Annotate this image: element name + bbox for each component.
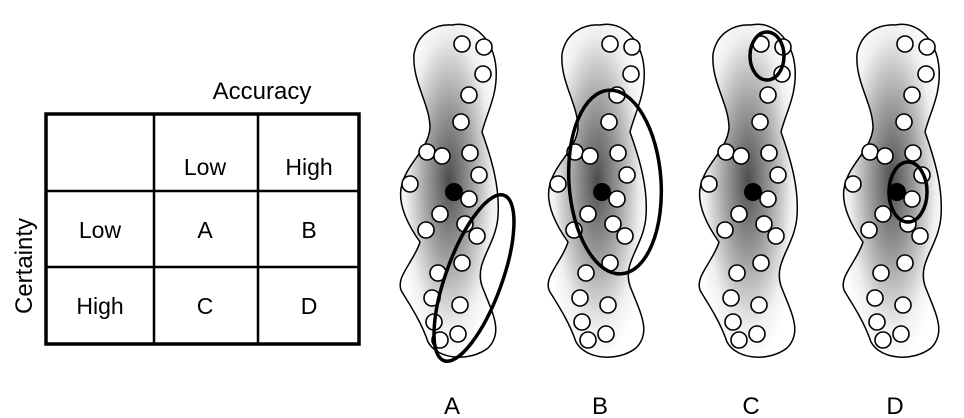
true-value-dot xyxy=(445,183,463,201)
sample-dot xyxy=(701,176,717,192)
sample-dot xyxy=(419,144,435,160)
sample-dot xyxy=(462,145,478,161)
distribution-panel xyxy=(548,24,667,357)
sample-dot xyxy=(432,206,448,222)
panel-label-c: C xyxy=(742,393,759,418)
sample-dot xyxy=(905,145,921,161)
sample-dot xyxy=(895,297,911,313)
sample-dot xyxy=(862,144,878,160)
panel-label-d: D xyxy=(886,393,903,418)
sample-dot xyxy=(617,228,633,244)
sample-dot xyxy=(877,148,893,164)
column-header-low: Low xyxy=(184,154,227,180)
sample-dot xyxy=(434,148,450,164)
sample-dot xyxy=(912,228,928,244)
table-cell: C xyxy=(197,293,214,319)
sample-dot xyxy=(919,39,935,55)
sample-dot xyxy=(717,222,733,238)
sample-dot xyxy=(580,332,596,348)
sample-dot xyxy=(893,326,909,342)
sample-dot xyxy=(453,114,469,130)
sample-dot xyxy=(897,255,913,271)
sample-dot xyxy=(623,66,639,82)
sample-dot xyxy=(753,255,769,271)
table-cell: D xyxy=(301,293,318,319)
panel-label-a: A xyxy=(444,393,460,418)
panel-label-b: B xyxy=(592,393,608,418)
sample-dot xyxy=(619,167,635,183)
sample-dot xyxy=(760,191,776,207)
sample-dot xyxy=(900,216,916,232)
sample-dot xyxy=(918,66,934,82)
column-header-high: High xyxy=(285,154,332,180)
sample-dot xyxy=(454,255,470,271)
sample-dot xyxy=(461,87,477,103)
sample-dot xyxy=(896,114,912,130)
sample-dot xyxy=(602,36,618,52)
accuracy-header: Accuracy xyxy=(213,78,312,105)
sample-dot xyxy=(725,314,741,330)
sample-dot xyxy=(845,176,861,192)
sample-dot xyxy=(749,326,765,342)
sample-dot xyxy=(598,326,614,342)
sample-dot xyxy=(761,145,777,161)
sample-dot xyxy=(751,297,767,313)
sample-dot xyxy=(873,265,889,281)
sample-dot xyxy=(756,216,772,232)
accuracy-certainty-table: Accuracy Certainty Low High Low A B High… xyxy=(11,78,359,344)
sample-dot xyxy=(469,228,485,244)
sample-dot xyxy=(768,228,784,244)
sample-dot xyxy=(550,176,566,192)
sample-dot xyxy=(904,191,920,207)
sample-dot xyxy=(610,145,626,161)
sample-dot xyxy=(875,206,891,222)
sample-dot xyxy=(450,326,466,342)
sample-dot xyxy=(904,87,920,103)
sample-dot xyxy=(418,222,434,238)
sample-dot xyxy=(475,66,491,82)
sample-dot xyxy=(582,148,598,164)
distribution-panel xyxy=(400,24,530,370)
sample-dot xyxy=(718,144,734,160)
row-header-high: High xyxy=(76,293,123,319)
table-cell: A xyxy=(197,217,213,243)
sample-dot xyxy=(402,176,418,192)
sample-dot xyxy=(752,114,768,130)
sample-dot xyxy=(601,114,617,130)
table-cell: B xyxy=(301,217,316,243)
sample-dot xyxy=(875,332,891,348)
sample-dot xyxy=(723,290,739,306)
sample-dot xyxy=(600,297,616,313)
row-header-low: Low xyxy=(79,217,122,243)
sample-dot xyxy=(471,167,487,183)
sample-dot xyxy=(452,297,468,313)
distribution-panels xyxy=(400,24,941,370)
true-value-dot xyxy=(744,183,762,201)
sample-dot xyxy=(580,206,596,222)
sample-dot xyxy=(729,265,745,281)
sample-dot xyxy=(897,36,913,52)
sample-dot xyxy=(624,39,640,55)
sample-dot xyxy=(733,148,749,164)
sample-dot xyxy=(731,206,747,222)
sample-dot xyxy=(869,314,885,330)
sample-dot xyxy=(578,265,594,281)
sample-dot xyxy=(770,167,786,183)
sample-dot xyxy=(731,332,747,348)
sample-dot xyxy=(760,87,776,103)
sample-dot xyxy=(574,314,590,330)
sample-dot xyxy=(609,191,625,207)
sample-dot xyxy=(454,36,470,52)
sample-dot xyxy=(572,290,588,306)
sample-dot xyxy=(605,216,621,232)
certainty-header: Certainty xyxy=(11,218,38,314)
true-value-dot xyxy=(593,183,611,201)
sample-dot xyxy=(461,191,477,207)
sample-dot xyxy=(867,290,883,306)
distribution-panel xyxy=(699,24,797,357)
sample-dot xyxy=(861,222,877,238)
sample-dot xyxy=(476,39,492,55)
distribution-panel xyxy=(843,24,941,357)
